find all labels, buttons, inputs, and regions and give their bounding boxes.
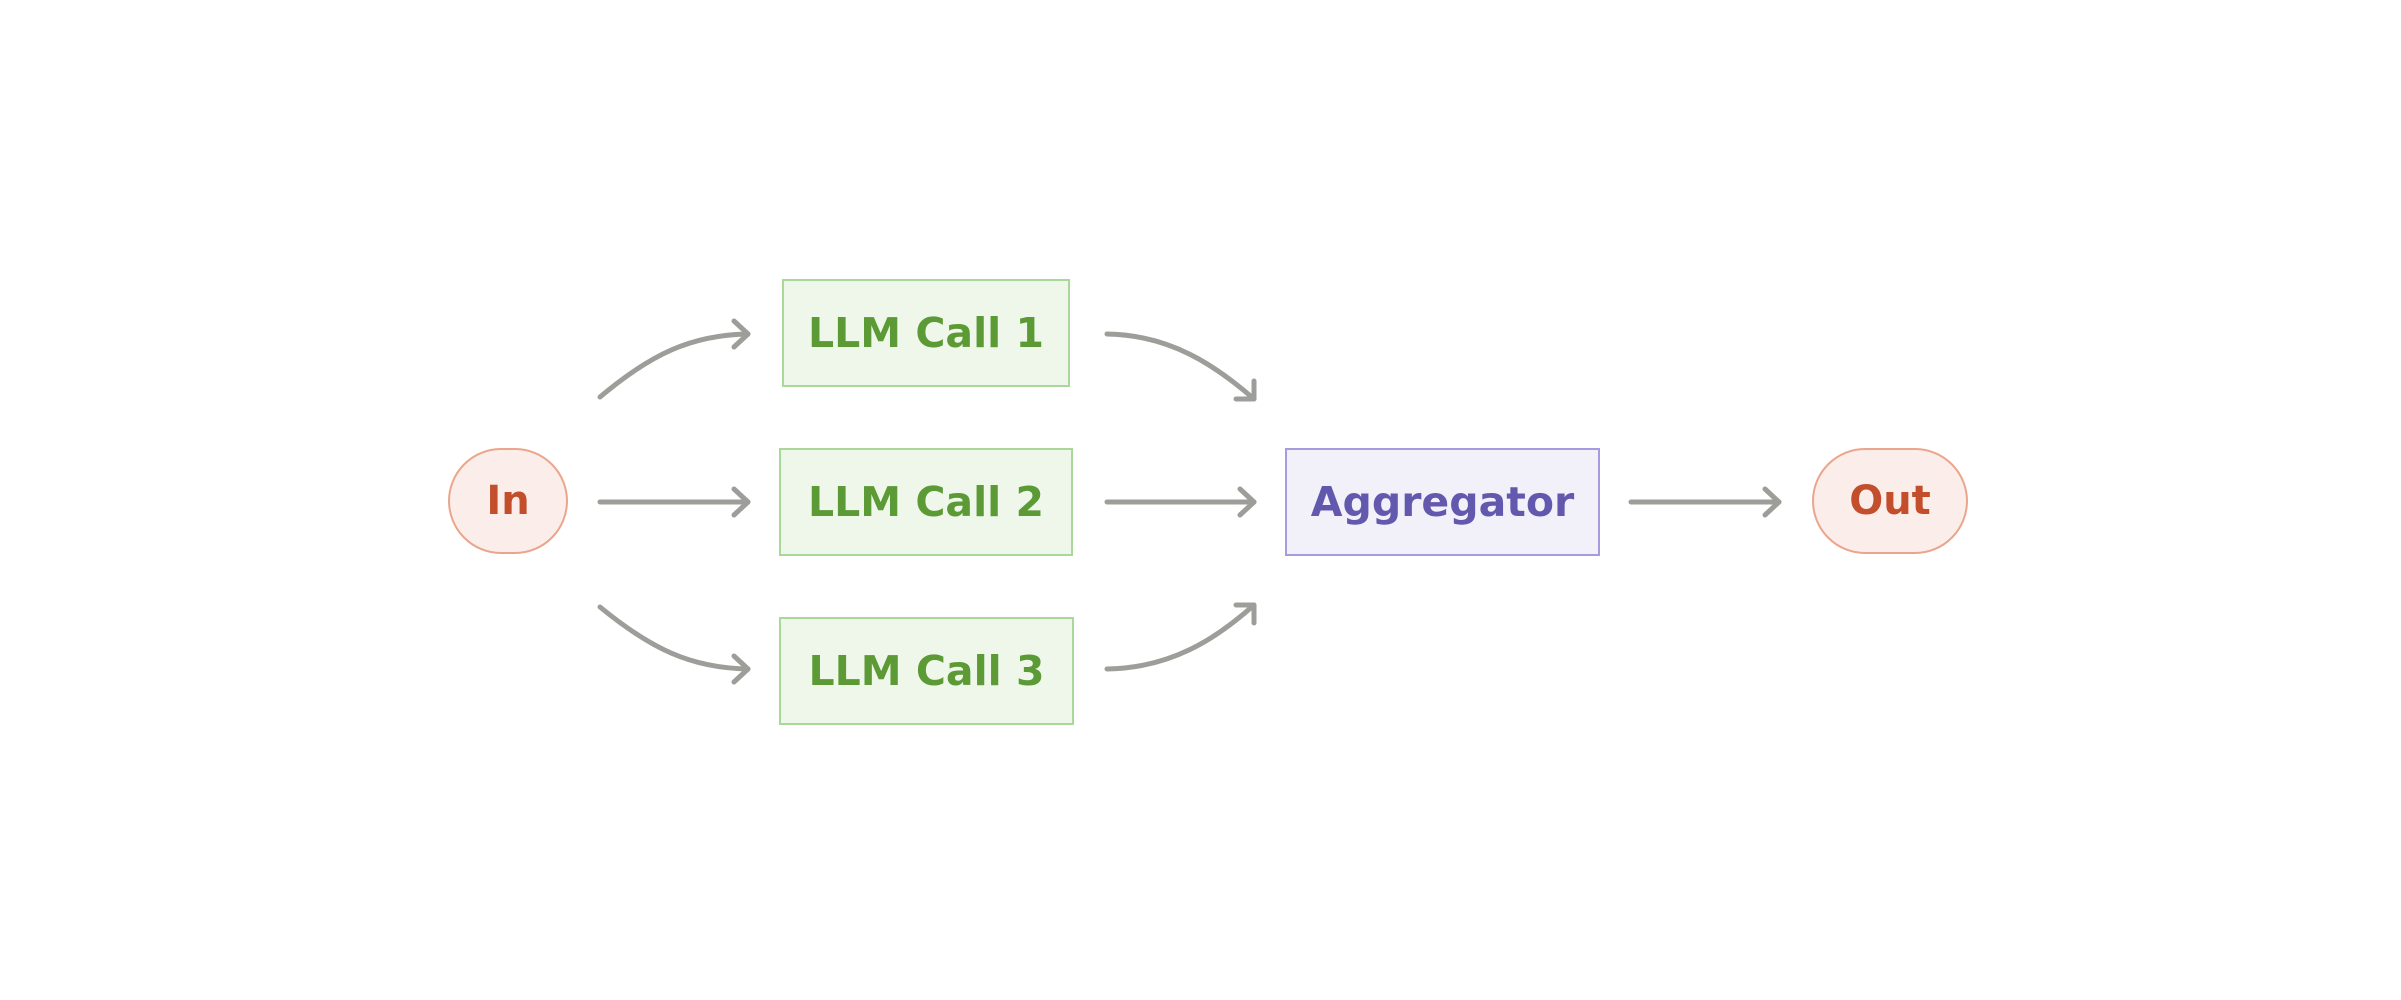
llm-call-2-node: LLM Call 2 xyxy=(779,448,1073,556)
llm-call-1-node: LLM Call 1 xyxy=(782,279,1070,387)
arrow-in-to-llm-call-2 xyxy=(597,486,751,518)
arrow-llm-call-1-to-aggregator xyxy=(1104,331,1257,402)
arrow-in-to-llm-call-3 xyxy=(597,604,751,685)
arrow-llm-call-3-to-aggregator xyxy=(1104,602,1257,672)
arrow-in-to-llm-call-1 xyxy=(597,318,751,400)
llm-call-3-label: LLM Call 3 xyxy=(808,647,1045,695)
aggregator-node: Aggregator xyxy=(1285,448,1600,556)
arrow-llm-call-2-to-aggregator xyxy=(1104,486,1257,518)
output-node-label: Out xyxy=(1849,478,1931,524)
arrow-aggregator-to-out xyxy=(1628,486,1782,518)
llm-call-2-label: LLM Call 2 xyxy=(808,478,1044,526)
input-node: In xyxy=(448,448,568,554)
aggregator-label: Aggregator xyxy=(1310,478,1575,526)
output-node: Out xyxy=(1812,448,1968,554)
input-node-label: In xyxy=(486,478,530,524)
llm-call-3-node: LLM Call 3 xyxy=(779,617,1074,725)
llm-call-1-label: LLM Call 1 xyxy=(808,309,1044,357)
